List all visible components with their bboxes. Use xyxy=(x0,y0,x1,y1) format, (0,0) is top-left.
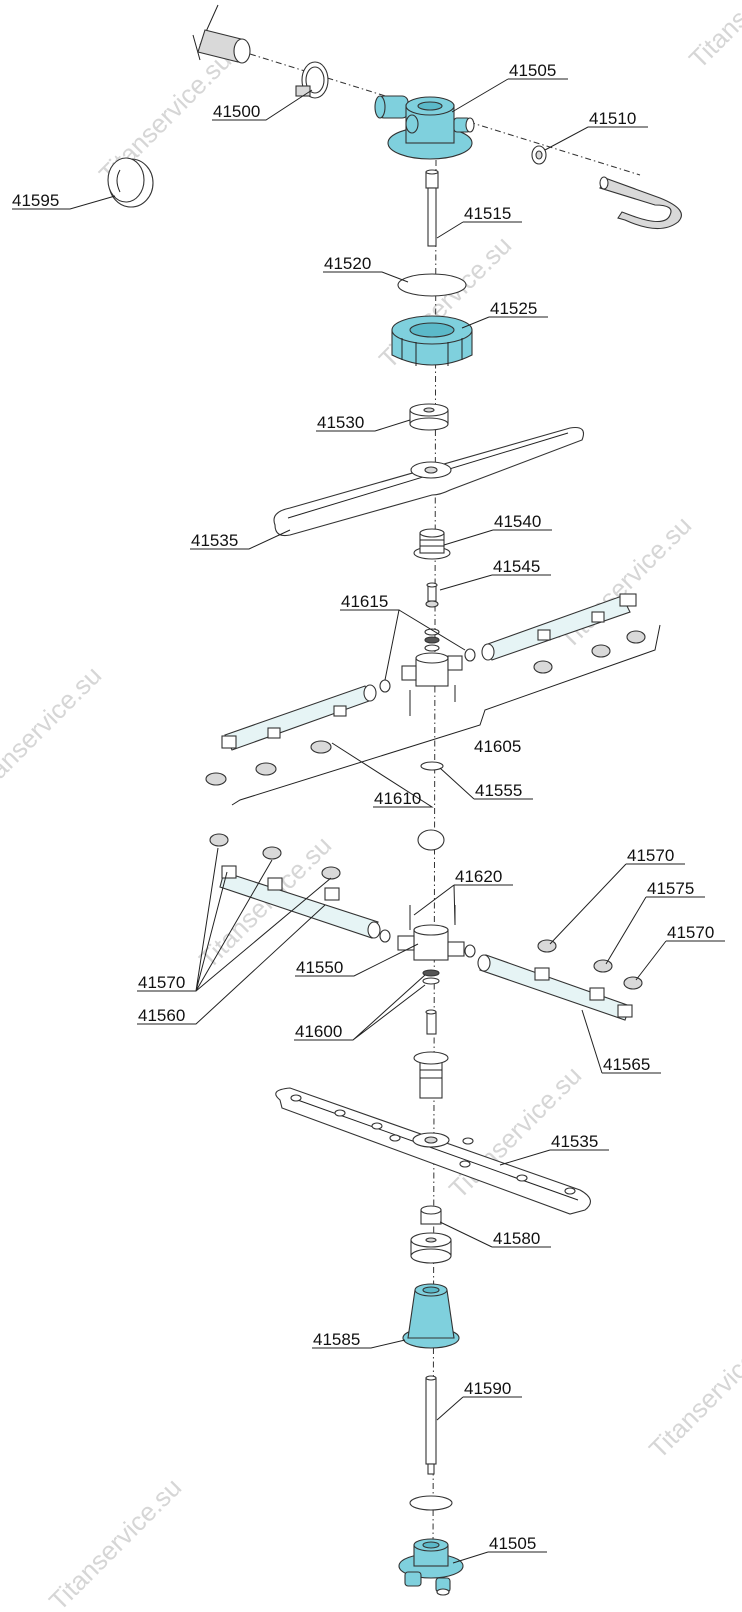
inlet-fitting-top xyxy=(374,95,475,160)
watermark-7: Titanservice.su xyxy=(643,1320,742,1464)
label-41505-top: 41505 xyxy=(509,61,556,80)
label-41610: 41610 xyxy=(374,789,421,808)
lower-shaft xyxy=(425,1375,437,1475)
upper-spray-arm xyxy=(273,426,585,537)
upper-nut xyxy=(391,315,473,366)
cap xyxy=(107,157,154,208)
label-41510: 41510 xyxy=(589,109,636,128)
hose-clamp xyxy=(295,61,329,99)
label-41570-a: 41570 xyxy=(627,846,674,865)
upper-hub xyxy=(413,528,451,560)
label-41565: 41565 xyxy=(603,1055,650,1074)
lower-spray-arm xyxy=(275,1087,591,1215)
upper-screw xyxy=(425,582,439,608)
label-41600: 41600 xyxy=(295,1022,342,1041)
label-41500: 41500 xyxy=(213,102,260,121)
label-41545: 41545 xyxy=(493,557,540,576)
label-41555: 41555 xyxy=(475,781,522,800)
lower-hub xyxy=(413,1051,449,1099)
upper-arm-assembly xyxy=(205,593,661,806)
label-41535-top: 41535 xyxy=(191,531,238,550)
center-axis xyxy=(432,159,437,1561)
watermark-3: Titanservice.su xyxy=(553,510,697,654)
label-41525: 41525 xyxy=(490,299,537,318)
label-41535-bottom: 41535 xyxy=(551,1132,598,1151)
label-41520: 41520 xyxy=(324,254,371,273)
label-41540: 41540 xyxy=(494,512,541,531)
label-41505-bottom: 41505 xyxy=(489,1534,536,1553)
lower-bushing xyxy=(410,1205,452,1264)
label-41620: 41620 xyxy=(455,867,502,886)
lower-gasket xyxy=(409,1495,453,1511)
watermark-8: Titanservice.su xyxy=(43,1472,187,1612)
label-41590: 41590 xyxy=(464,1379,511,1398)
label-41515: 41515 xyxy=(464,204,511,223)
label-41550: 41550 xyxy=(296,958,343,977)
label-41560: 41560 xyxy=(138,1006,185,1025)
inlet-fitting-bottom xyxy=(398,1538,464,1596)
label-41570-b: 41570 xyxy=(667,923,714,942)
inlet-hose-assembly xyxy=(107,4,682,230)
watermark-4: Titanservice.su xyxy=(0,660,107,804)
spring-clip xyxy=(531,145,547,165)
label-41585: 41585 xyxy=(313,1330,360,1349)
lower-holder xyxy=(402,1283,460,1349)
label-41595: 41595 xyxy=(12,191,59,210)
upper-bushing xyxy=(409,403,449,431)
label-41605: 41605 xyxy=(474,737,521,756)
label-41530: 41530 xyxy=(317,413,364,432)
watermark-9: Titanservice.su xyxy=(683,0,742,74)
label-41580: 41580 xyxy=(493,1229,540,1248)
part-labels: 41500 41505 41510 41595 41515 41520 4152… xyxy=(12,61,714,1553)
upper-gasket xyxy=(397,273,467,297)
label-41575: 41575 xyxy=(647,879,694,898)
label-41570-c: 41570 xyxy=(138,973,185,992)
upper-shaft xyxy=(425,169,439,247)
label-41615: 41615 xyxy=(341,592,388,611)
leader-lines xyxy=(12,78,725,1564)
lower-arm-assembly xyxy=(209,829,643,1035)
